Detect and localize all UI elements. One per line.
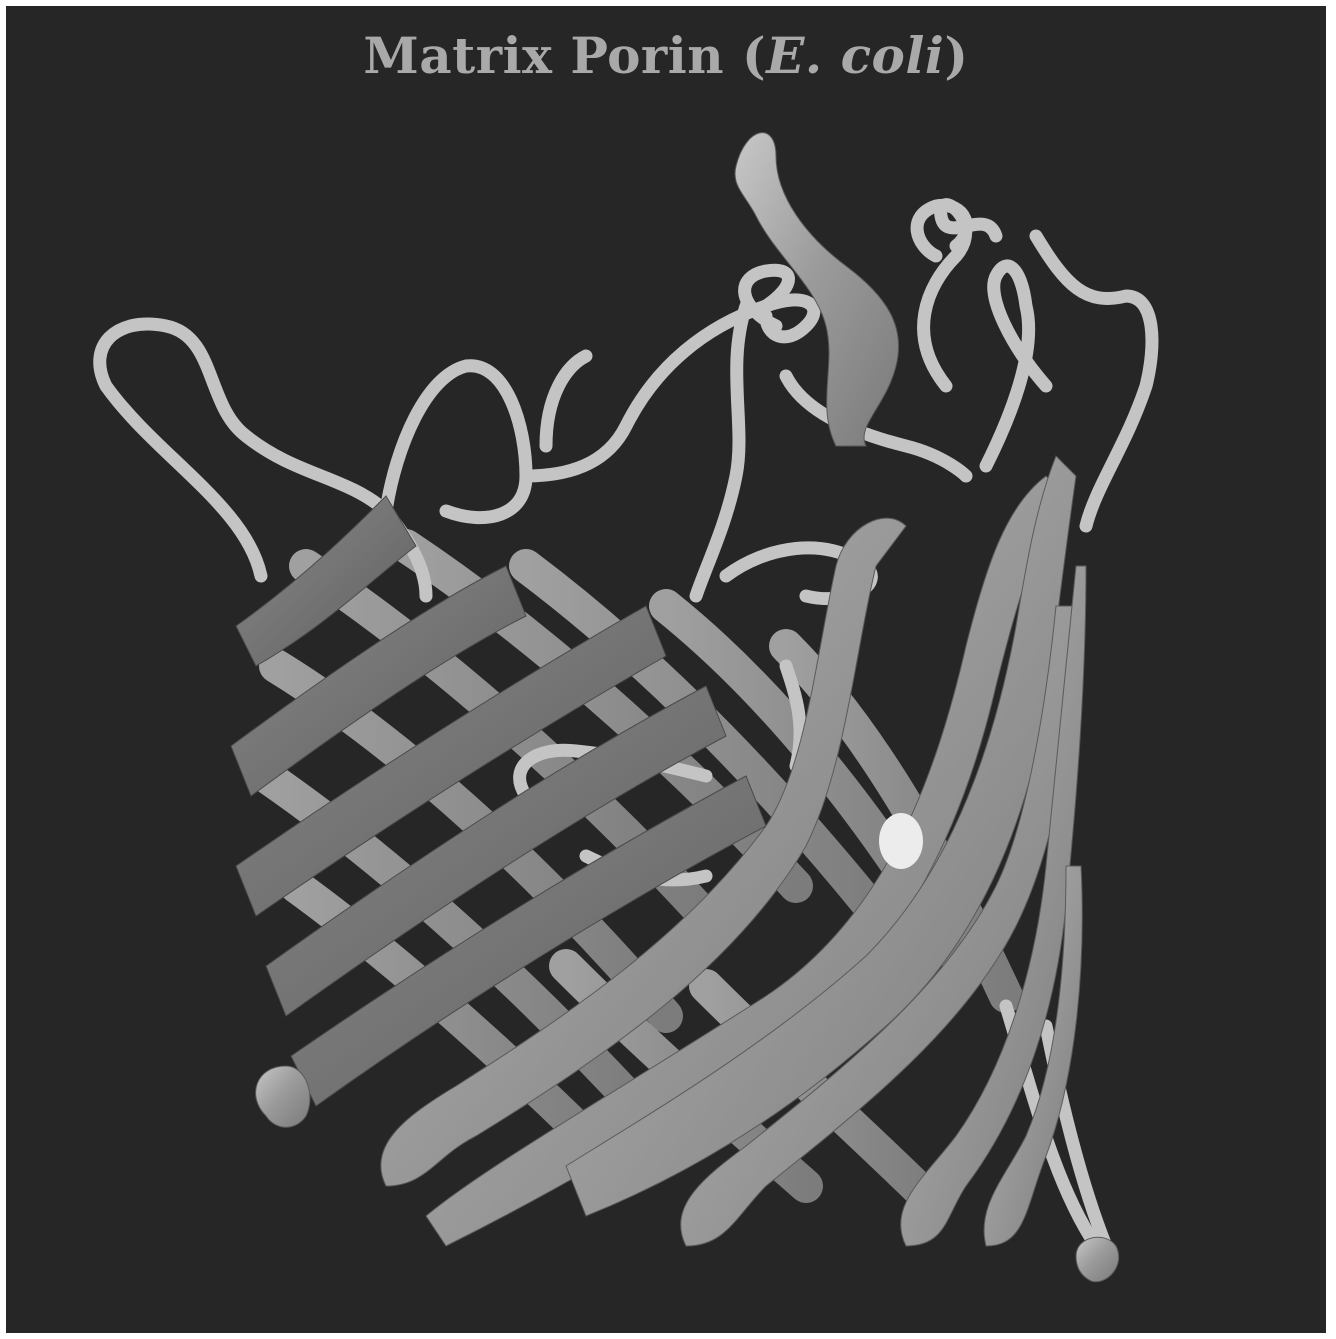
porin-ribbon-illustration xyxy=(6,6,1326,1333)
image-frame: Matrix Porin (E. coli) xyxy=(6,6,1326,1333)
top-hairpin xyxy=(735,133,899,446)
specular-highlight xyxy=(879,813,923,869)
